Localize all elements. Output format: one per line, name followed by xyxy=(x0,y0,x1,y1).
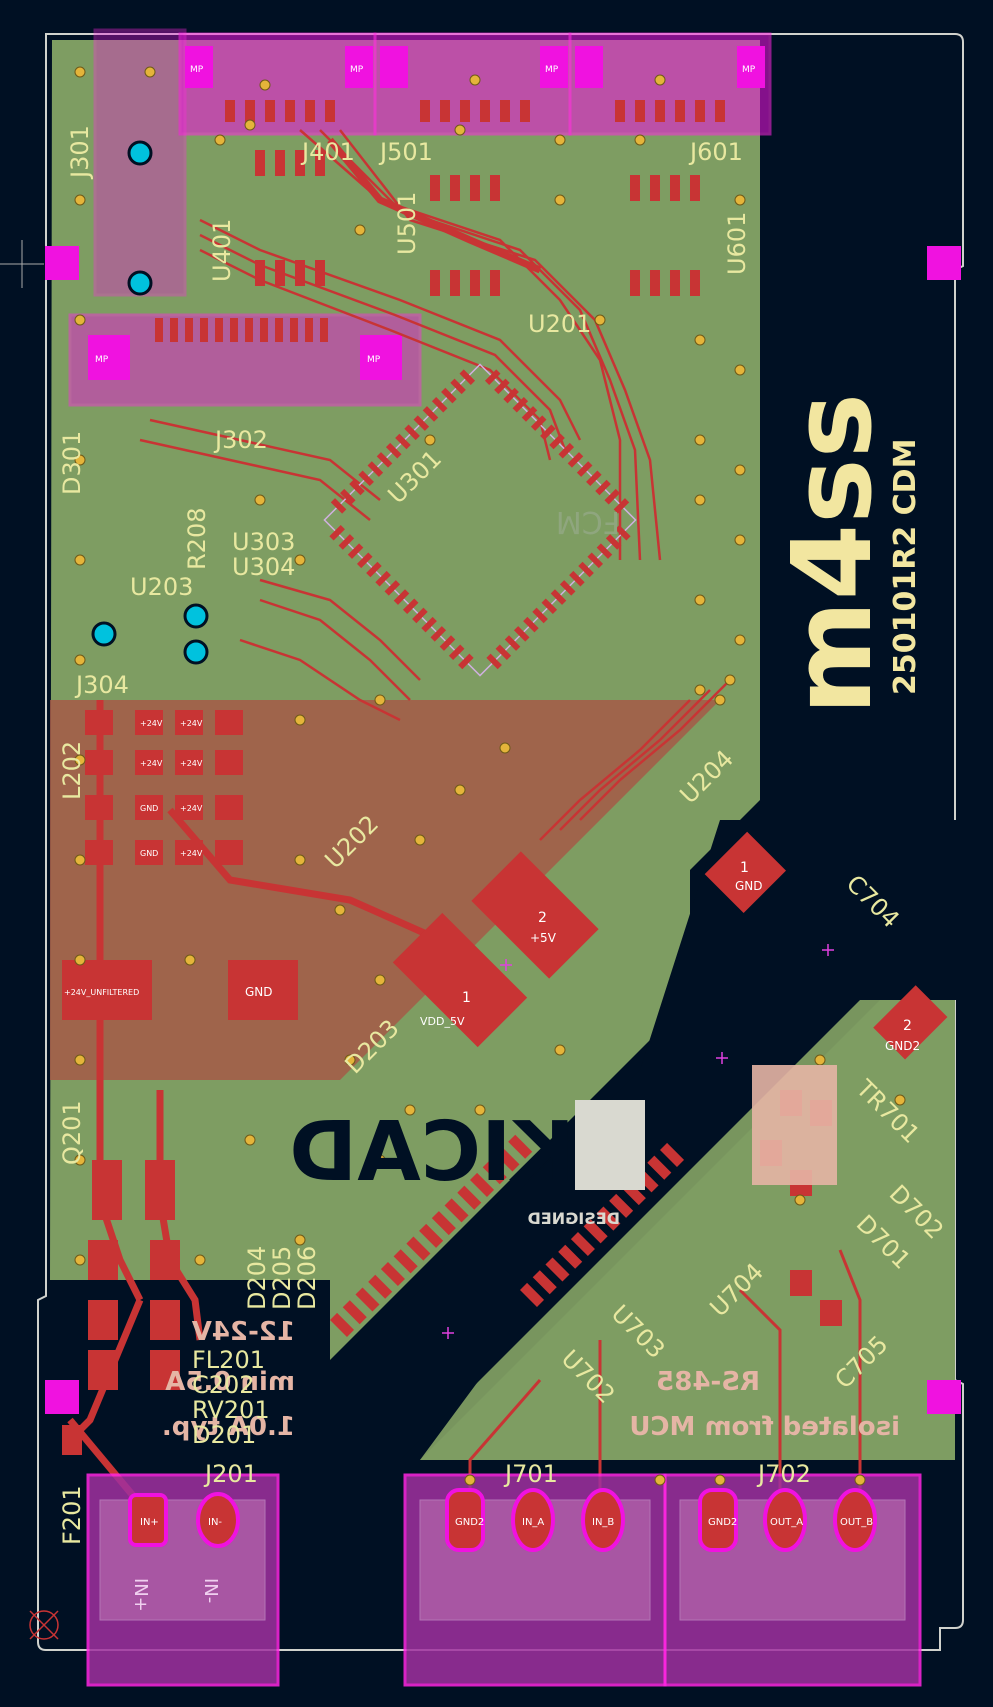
pad-num-1b: 1 xyxy=(462,990,471,1006)
ref-l202: L202 xyxy=(58,741,86,800)
ref-u401: U401 xyxy=(208,219,236,282)
pad-num-2b: 2 xyxy=(903,1018,912,1034)
connector-pin-pads xyxy=(155,100,725,342)
svg-text:GND2: GND2 xyxy=(455,1517,484,1528)
svg-text:+24V: +24V xyxy=(140,759,163,768)
ref-u201: U201 xyxy=(528,310,591,338)
svg-text:GND: GND xyxy=(140,804,158,813)
board-logo: m4ss xyxy=(768,393,896,715)
svg-text:RS-485: RS-485 xyxy=(656,1367,760,1397)
svg-text:+24V: +24V xyxy=(180,804,203,813)
mounting-pads xyxy=(45,46,961,1414)
svg-text:+24V: +24V xyxy=(180,849,203,858)
svg-text:12-24V: 12-24V xyxy=(192,1317,295,1347)
ref-rv201: RV201 xyxy=(192,1396,270,1424)
ref-d205: D205 xyxy=(268,1246,296,1310)
pad-label-unfiltered: +24V_UNFILTERED xyxy=(64,988,139,997)
pad-label-vdd: VDD_5V xyxy=(420,1015,465,1028)
power-pads xyxy=(62,831,948,1060)
cursor-crosshair xyxy=(0,240,44,288)
terminal-pads xyxy=(128,1488,877,1552)
mp-label-4: MP xyxy=(742,65,756,75)
ref-j401: J401 xyxy=(300,138,355,166)
pad-label-gnd-2: GND xyxy=(245,985,273,999)
svg-text:IN_A: IN_A xyxy=(522,1517,544,1528)
svg-text:GND2: GND2 xyxy=(708,1517,737,1528)
svg-text:IN-: IN- xyxy=(208,1517,222,1528)
input-filter-pads xyxy=(62,1160,180,1455)
terminal-pin-labels: IN+ IN- GND2 IN_A IN_B GND2 OUT_A OUT_B xyxy=(140,1517,873,1528)
svg-text:isolated from MCU: isolated from MCU xyxy=(629,1412,900,1442)
terminal-body-labels: IN+ IN- xyxy=(130,1578,221,1612)
pad-grid xyxy=(85,710,243,865)
mp-label-1: MP xyxy=(190,65,204,75)
drill-holes xyxy=(91,140,209,665)
svg-text:+24V: +24V xyxy=(180,719,203,728)
mp-label-2: MP xyxy=(350,65,364,75)
back-silk-info: 12-24V min 0.5A 1.0A typ. RS-485 isolate… xyxy=(162,1317,900,1442)
svg-text:DESIGNED: DESIGNED xyxy=(528,1209,620,1228)
ref-u501: U501 xyxy=(393,192,421,255)
pad-num-1: 1 xyxy=(740,860,749,876)
svg-text:IN+: IN+ xyxy=(130,1578,151,1612)
pad-num-2: 2 xyxy=(538,910,547,926)
ref-u304: U304 xyxy=(232,553,295,581)
svg-text:+24V: +24V xyxy=(140,719,163,728)
ref-f201: F201 xyxy=(58,1485,86,1545)
ref-d204: D204 xyxy=(243,1246,271,1310)
ref-j304: J304 xyxy=(74,671,129,699)
svg-text:OUT_A: OUT_A xyxy=(770,1517,803,1528)
pad-label-gnd-1: GND xyxy=(735,879,763,893)
svg-text:KICAD: KICAD xyxy=(289,1105,575,1200)
svg-text:+24V: +24V xyxy=(180,759,203,768)
ref-q201: Q201 xyxy=(58,1100,86,1165)
svg-text:1.0A typ.: 1.0A typ. xyxy=(162,1412,295,1442)
ref-fl201: FL201 xyxy=(192,1346,265,1374)
ref-j201: J201 xyxy=(203,1460,258,1488)
connector-housing-j601[interactable] xyxy=(568,32,772,136)
pad-label-p5v: +5V xyxy=(530,931,557,945)
svg-text:OUT_B: OUT_B xyxy=(840,1517,873,1528)
ref-j601: J601 xyxy=(688,138,743,166)
ref-u303: U303 xyxy=(232,528,295,556)
ref-d201: D201 xyxy=(192,1421,256,1449)
ref-u601: U601 xyxy=(723,212,751,275)
board-revision: 250101R2 CDM xyxy=(888,439,923,695)
pad-label-gnd2: GND2 xyxy=(885,1039,920,1053)
ref-j302: J302 xyxy=(213,426,268,454)
mp-label-6: MP xyxy=(367,355,381,365)
svg-text:GND: GND xyxy=(140,849,158,858)
ref-j501: J501 xyxy=(378,138,433,166)
origin-marker xyxy=(29,1610,59,1640)
ref-j301: J301 xyxy=(66,125,94,180)
pad-grid-labels: +24V +24V +24V +24V GND +24V GND +24V xyxy=(140,719,203,858)
terminal-inner-j201 xyxy=(99,1499,266,1621)
back-silk-fcm: FCM xyxy=(556,504,620,539)
svg-text:IN-: IN- xyxy=(200,1578,221,1603)
vias xyxy=(74,66,906,1486)
ref-d301: D301 xyxy=(58,431,86,495)
ref-j702: J702 xyxy=(756,1460,811,1488)
mp-label-5: MP xyxy=(95,355,109,365)
mp-label-3: MP xyxy=(545,65,559,75)
board-edge-cuts xyxy=(37,33,964,1651)
ref-c202: C202 xyxy=(192,1371,255,1399)
kicad-logo: KICAD DESIGNED xyxy=(289,1065,837,1228)
anchor-marks xyxy=(442,944,834,1339)
ref-r208: R208 xyxy=(183,508,211,570)
ref-j701: J701 xyxy=(503,1460,558,1488)
ref-u203: U203 xyxy=(130,573,193,601)
svg-text:IN+: IN+ xyxy=(140,1517,159,1528)
svg-text:IN_B: IN_B xyxy=(592,1517,614,1528)
mcu-u301[interactable] xyxy=(313,353,647,687)
svg-text:min 0.5A: min 0.5A xyxy=(165,1367,295,1397)
ref-d206: D206 xyxy=(293,1246,321,1310)
